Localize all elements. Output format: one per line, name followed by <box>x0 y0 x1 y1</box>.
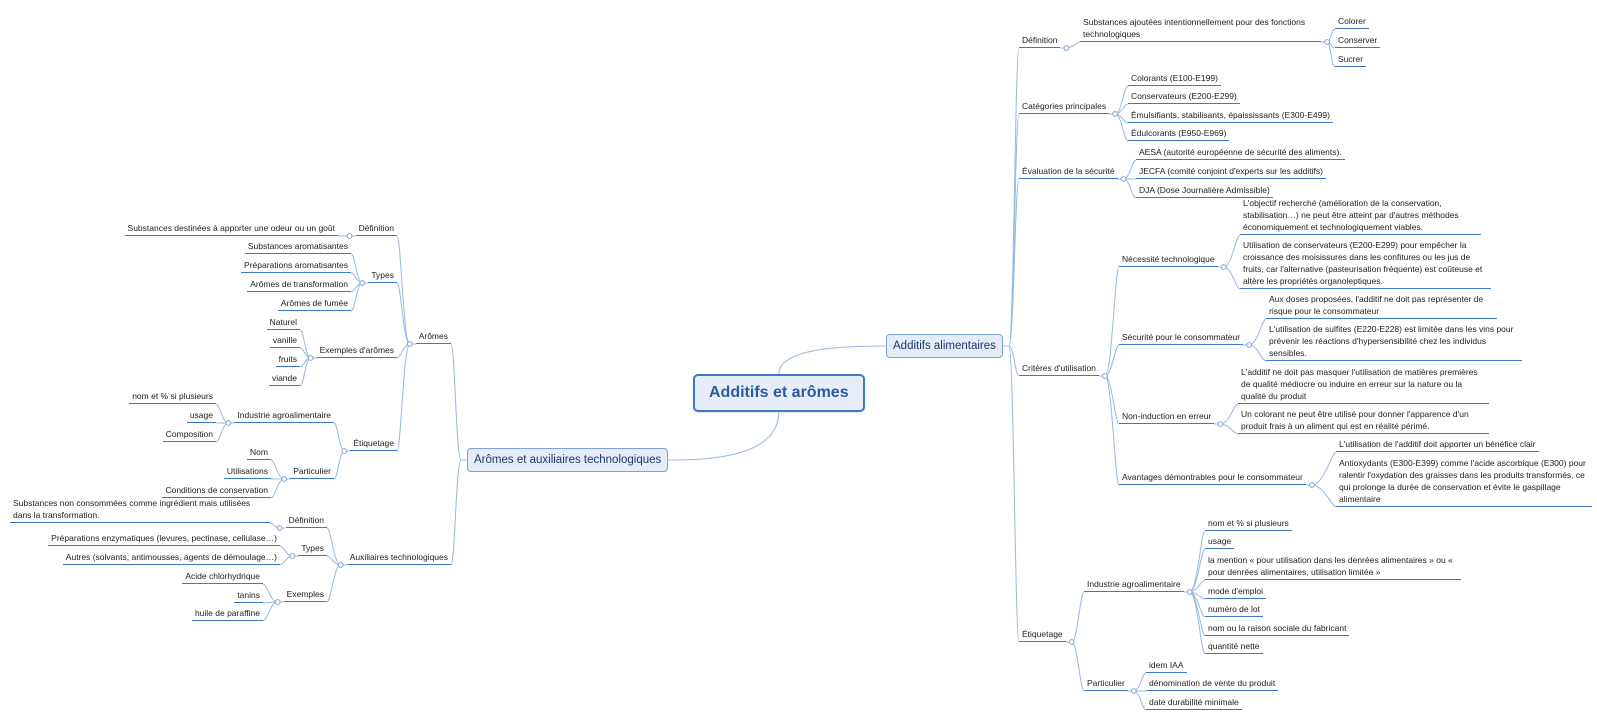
auxiliaires-exemple-2[interactable]: tanins <box>234 589 263 603</box>
categorie-2[interactable]: Conservateurs (E200-E299) <box>1128 90 1240 104</box>
aromes-etiquetage-particulier-3[interactable]: Conditions de conservation <box>162 484 271 498</box>
additifs-etiquetage-iaa-4[interactable]: mode d'emploi <box>1205 585 1267 599</box>
branch-additifs-alimentaires[interactable]: Additifs alimentaires <box>886 334 1003 358</box>
aromes-type-4[interactable]: Arômes de fumée <box>277 297 351 311</box>
aromes-etiquetage-iaa-3[interactable]: Composition <box>162 428 216 442</box>
auxiliaires-type-2[interactable]: Autres (solvants, antimousses, agents de… <box>62 551 280 565</box>
auxiliaires-type-1[interactable]: Préparations enzymatiques (levures, pect… <box>48 532 280 546</box>
additifs-etiquetage-particulier-3[interactable]: date durabilité minimale <box>1146 696 1242 710</box>
additifs-etiquetage-iaa-1[interactable]: nom et % si plusieurs <box>1205 517 1292 531</box>
categorie-4[interactable]: Édulcorants (E950-E969) <box>1128 127 1230 141</box>
topic-categories[interactable]: Catégories principales <box>1019 100 1110 114</box>
auxiliaires-exemple-3[interactable]: huile de paraffine <box>191 607 263 621</box>
aromes-etiquetage-iaa-2[interactable]: usage <box>186 409 216 423</box>
topic-auxiliaires-exemples[interactable]: Exemples <box>283 588 327 602</box>
avantages-1[interactable]: L'utilisation de l'additif doit apporter… <box>1336 438 1539 452</box>
topic-securite[interactable]: Sécurité pour le consommateur <box>1119 331 1244 345</box>
aromes-etiquetage-particulier-2[interactable]: Utilisations <box>223 465 271 479</box>
additifs-etiquetage-iaa-7[interactable]: quantité nette <box>1205 640 1263 654</box>
topic-aromes-etiquetage-iaa[interactable]: Industrie agroalimentaire <box>234 409 334 423</box>
topic-aromes-etiquetage[interactable]: Étiquetage <box>350 437 397 451</box>
aromes-exemple-4[interactable]: viande <box>268 372 300 386</box>
necessite-2[interactable]: Utilisation de conservateurs (E200-E299)… <box>1240 239 1491 289</box>
topic-auxiliaires-types[interactable]: Types <box>298 542 327 556</box>
topic-aromes-etiquetage-particulier[interactable]: Particulier <box>290 465 334 479</box>
additifs-etiquetage-iaa-6[interactable]: nom ou la raison sociale du fabricant <box>1205 622 1350 636</box>
evaluation-aesa[interactable]: AESA (autorité européenne de sécurité de… <box>1136 146 1345 160</box>
aromes-type-1[interactable]: Substances aromatisantes <box>244 240 351 254</box>
categorie-3[interactable]: Émulsifiants, stabilisants, épaississant… <box>1128 109 1333 123</box>
topic-additifs-definition[interactable]: Définition <box>1019 34 1061 48</box>
topic-noninduction[interactable]: Non-induction en erreur <box>1119 410 1215 424</box>
additifs-etiquetage-particulier-1[interactable]: idem IAA <box>1146 659 1187 673</box>
topic-additifs-etiquetage[interactable]: Étiquetage <box>1019 628 1066 642</box>
topic-aromes[interactable]: Arômes <box>415 330 451 344</box>
topic-aromes-definition[interactable]: Définition <box>355 222 397 236</box>
topic-evaluation[interactable]: Évaluation de la sécurité <box>1019 165 1118 179</box>
aromes-exemple-1[interactable]: Naturel <box>266 316 300 330</box>
additifs-definition-colorer[interactable]: Colorer <box>1335 15 1369 29</box>
noninduction-2[interactable]: Un colorant ne peut être utilisé pour do… <box>1238 408 1489 434</box>
topic-additifs-etiquetage-iaa[interactable]: Industrie agroalimentaire <box>1084 578 1184 592</box>
aromes-exemple-2[interactable]: vanille <box>269 334 300 348</box>
securite-1[interactable]: Aux doses proposées, l'additif ne doit p… <box>1266 293 1497 319</box>
aromes-definition-text[interactable]: Substances destinées à apporter une odeu… <box>124 222 338 236</box>
additifs-etiquetage-iaa-5[interactable]: numéro de lot <box>1205 603 1263 617</box>
topic-necessite[interactable]: Nécessité technologique <box>1119 253 1218 267</box>
additifs-etiquetage-particulier-2[interactable]: dénomination de vente du produit <box>1146 677 1279 691</box>
aromes-exemple-3[interactable]: fruits <box>275 353 300 367</box>
evaluation-jecfa[interactable]: JECFA (comité conjoint d'experts sur les… <box>1136 165 1326 179</box>
noninduction-1[interactable]: L'additif ne doit pas masquer l'utilisat… <box>1238 366 1489 404</box>
aromes-type-2[interactable]: Préparations aromatisantes <box>241 259 351 273</box>
additifs-definition-sucrer[interactable]: Sucrer <box>1335 53 1367 67</box>
categorie-1[interactable]: Colorants (E100-E199) <box>1128 72 1221 86</box>
aromes-etiquetage-particulier-1[interactable]: Nom <box>247 446 271 460</box>
topic-aromes-exemples[interactable]: Exemples d'arômes <box>316 344 397 358</box>
necessite-1[interactable]: L'objectif recherché (amélioration de la… <box>1240 197 1481 235</box>
evaluation-dja[interactable]: DJA (Dose Journalière Admissible) <box>1136 184 1273 198</box>
root-topic[interactable]: Additifs et arômes <box>693 374 865 412</box>
topic-additifs-etiquetage-particulier[interactable]: Particulier <box>1084 677 1128 691</box>
additifs-etiquetage-iaa-3[interactable]: la mention « pour utilisation dans les d… <box>1205 554 1461 580</box>
topic-avantages[interactable]: Avantages démontrables pour le consommat… <box>1119 471 1306 485</box>
securite-2[interactable]: L'utilisation de sulfites (E220-E228) es… <box>1266 323 1522 361</box>
auxiliaires-exemple-1[interactable]: Acide chlorhydrique <box>182 570 263 584</box>
topic-auxiliaires[interactable]: Auxiliaires technologiques <box>346 551 451 565</box>
branch-aromes-auxiliaires[interactable]: Arômes et auxiliaires technologiques <box>467 448 669 472</box>
additifs-etiquetage-iaa-2[interactable]: usage <box>1205 535 1235 549</box>
additifs-definition-text[interactable]: Substances ajoutées intentionnellement p… <box>1080 16 1321 42</box>
auxiliaires-definition-text[interactable]: Substances non consommées comme ingrédie… <box>10 497 270 523</box>
topic-auxiliaires-definition[interactable]: Définition <box>285 514 327 528</box>
topic-criteres[interactable]: Critères d'utilisation <box>1019 362 1099 376</box>
additifs-definition-conserver[interactable]: Conserver <box>1335 34 1381 48</box>
aromes-etiquetage-iaa-1[interactable]: nom et % si plusieurs <box>129 390 216 404</box>
avantages-2[interactable]: Antioxydants (E300-E399) comme l'acide a… <box>1336 457 1592 507</box>
topic-aromes-types[interactable]: Types <box>368 269 397 283</box>
aromes-type-3[interactable]: Arômes de transformation <box>247 278 351 292</box>
